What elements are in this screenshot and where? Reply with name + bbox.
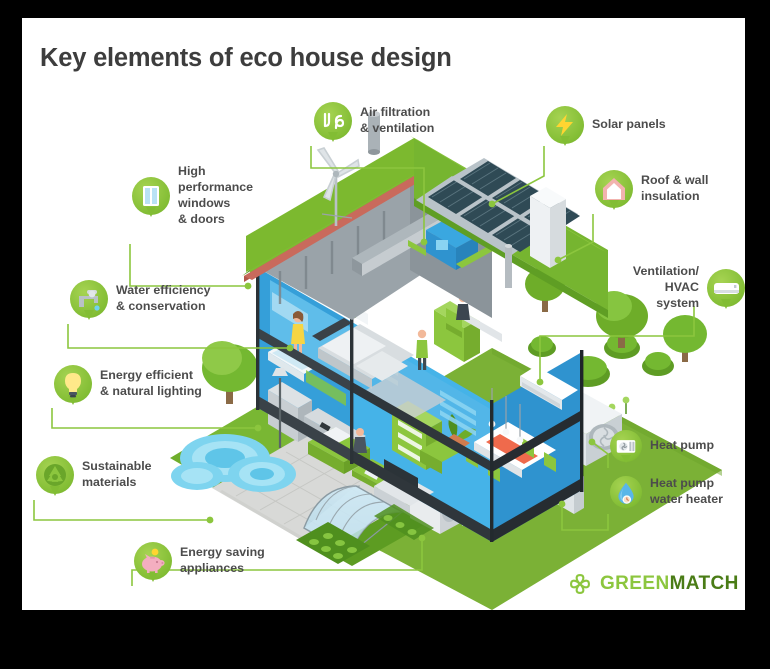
- label-energy-efficient-lighting[interactable]: Energy efficient & natural lighting: [54, 365, 202, 405]
- garden-lamp-post: [272, 368, 288, 448]
- person-sofa: [353, 428, 367, 453]
- lightbulb-icon: [54, 365, 92, 405]
- label-high-performance-windows[interactable]: High performance windows & doors: [132, 164, 253, 228]
- label-energy-saving-appliances[interactable]: Energy saving appliances: [134, 542, 265, 582]
- infographic-canvas: Key elements of eco house design: [22, 18, 745, 610]
- label-text: Sustainable materials: [82, 459, 152, 489]
- air-ventilation-icon: [314, 102, 352, 142]
- label-text: Heat pump: [650, 438, 715, 453]
- label-text: High performance windows & doors: [178, 164, 254, 226]
- label-air-filtration[interactable]: Air filtration & ventilation: [314, 102, 435, 142]
- tree-left: [202, 341, 258, 404]
- logo-wordmark: GREENMATCH: [600, 573, 739, 595]
- clover-flower-icon: [570, 574, 590, 594]
- page-title: Key elements of eco house design: [40, 44, 452, 72]
- tree-far-right: [663, 315, 707, 362]
- recycle-icon: [36, 456, 74, 496]
- label-ventilation-hvac[interactable]: Ventilation/ HVAC system: [622, 264, 745, 312]
- label-text: Water efficiency & conservation: [116, 283, 211, 313]
- label-text: Roof & wall insulation: [641, 173, 709, 203]
- crop-rows: [374, 504, 434, 540]
- label-heat-pump-water-heater[interactable]: Heat pump water heater: [610, 476, 724, 509]
- logo-word-green: GREEN: [600, 573, 670, 594]
- window-icon: [132, 176, 170, 217]
- heat-pump-unit-icon: [610, 430, 642, 463]
- chimney-right: [530, 187, 566, 268]
- garden-pond: [171, 434, 296, 492]
- faucet-icon: [70, 280, 108, 320]
- label-solar-panels[interactable]: Solar panels: [546, 106, 666, 146]
- person-bathroom: [291, 311, 305, 356]
- label-text: Air filtration & ventilation: [360, 105, 435, 135]
- indoor-split-ac: [520, 366, 578, 410]
- water-droplet-gauge-icon: [610, 476, 642, 509]
- label-heat-pump[interactable]: Heat pump: [610, 430, 715, 463]
- house-insulation-icon: [595, 170, 633, 210]
- piggy-bank-icon: [134, 542, 172, 582]
- logo-word-match: MATCH: [669, 573, 739, 594]
- label-text: Energy saving appliances: [180, 545, 265, 575]
- label-text: Solar panels: [592, 117, 666, 132]
- label-text: Ventilation/ HVAC system: [632, 264, 699, 310]
- label-water-efficiency[interactable]: Water efficiency & conservation: [70, 280, 211, 320]
- greenmatch-logo[interactable]: GREENMATCH: [567, 571, 739, 597]
- lightning-bolt-icon: [546, 106, 584, 146]
- label-text: Heat pump water heater: [650, 476, 724, 506]
- air-conditioner-icon: [707, 268, 745, 309]
- label-text: Energy efficient & natural lighting: [100, 368, 202, 398]
- label-sustainable-materials[interactable]: Sustainable materials: [36, 456, 152, 496]
- person-bedroom: [416, 329, 428, 370]
- roof-vent-pipe: [504, 244, 513, 288]
- label-roof-wall-insulation[interactable]: Roof & wall insulation: [595, 170, 709, 210]
